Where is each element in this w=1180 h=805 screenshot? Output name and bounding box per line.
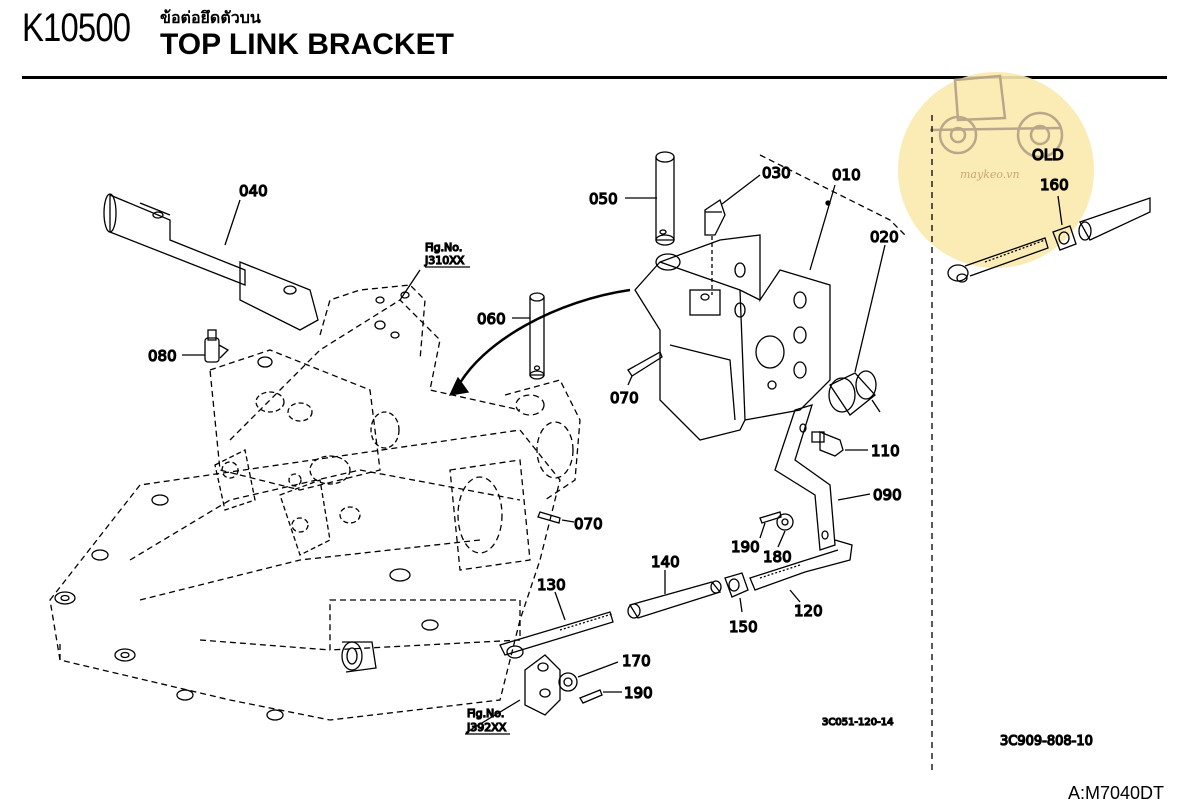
callout-170: 170 [622, 652, 651, 670]
part-120-rod [749, 539, 853, 591]
end-bracket [524, 654, 561, 716]
fig-ref-label-2: Fig.No. [467, 707, 504, 720]
part-190-cotter-lower [579, 689, 603, 704]
assembly-arrow [453, 288, 631, 393]
leader-010-dot [825, 200, 831, 206]
part-130-rod [499, 611, 614, 659]
callout-190-lower: 190 [624, 684, 653, 702]
valve-fittings [214, 391, 400, 556]
fig-ref-leader-2 [466, 699, 521, 733]
leader-180 [777, 530, 786, 548]
callout-110: 110 [871, 442, 900, 460]
inset-old-label: OLD [1032, 146, 1064, 164]
callout-180: 180 [763, 548, 792, 566]
housing-plug [341, 641, 377, 673]
callout-070-upper: 070 [610, 389, 639, 407]
part-020-bushing [828, 370, 877, 416]
fig-ref-number-2: J392XX [466, 721, 507, 734]
leader-070a [627, 375, 633, 386]
part-190-cotter-upper [759, 511, 782, 524]
leader-160 [1057, 195, 1063, 226]
leader-040 [224, 199, 241, 246]
fig-ref-label-1: Fig.No. [425, 241, 462, 254]
inset-tube [1078, 197, 1151, 241]
callout-150: 150 [729, 618, 758, 636]
leader-020b [871, 399, 881, 413]
part-code: K10500 [22, 6, 131, 50]
leader-170 [577, 661, 619, 678]
hydraulic-housing [49, 284, 581, 721]
watermark-logo [898, 72, 1094, 268]
part-110-bolt [811, 431, 844, 457]
inset-nut-160 [1052, 225, 1077, 251]
callout-120: 120 [794, 602, 823, 620]
thai-title: ข้อต่อยึดตัวบน [160, 8, 261, 27]
leader-150 [739, 597, 743, 613]
part-030-nipple [704, 198, 726, 236]
part-080-fitting [204, 329, 230, 363]
part-060-pin [529, 292, 545, 380]
model-code: A:M7040DT [1067, 783, 1164, 803]
inset-rod [947, 237, 1049, 283]
callout-140: 140 [651, 553, 680, 571]
leader-020 [854, 244, 886, 373]
leader-090 [837, 493, 871, 501]
part-090-link [774, 404, 836, 551]
callout-060: 060 [477, 310, 506, 328]
part-170-washer [558, 672, 578, 692]
callout-190-upper: 190 [731, 538, 760, 556]
part-180-washer [776, 513, 794, 531]
english-title: TOP LINK BRACKET [160, 28, 454, 61]
callout-010: 010 [832, 166, 861, 184]
callout-050: 050 [589, 190, 618, 208]
callout-020: 020 [870, 228, 899, 246]
leader-120 [789, 589, 801, 603]
part-050-pin [655, 151, 675, 246]
part-150-nut [724, 572, 749, 598]
housing-bolt-holes [54, 291, 439, 721]
callout-080: 080 [148, 347, 177, 365]
part-070-cotter-lower [537, 511, 561, 524]
callout-040: 040 [239, 182, 268, 200]
callout-070-lower: 070 [574, 515, 603, 533]
fig-ref-leader-1 [399, 269, 421, 301]
part-140-tube [627, 580, 722, 619]
main-drawing-code: 3C051-120-14 [822, 717, 893, 728]
leader-030 [721, 174, 761, 205]
callout-030: 030 [762, 164, 791, 182]
tractor-logo-icon [929, 74, 1064, 159]
part-040-shaft [103, 193, 319, 331]
callout-090: 090 [873, 486, 902, 504]
bracket-group-bracket [759, 154, 906, 236]
leader-190a [759, 522, 766, 539]
callout-130: 130 [537, 576, 566, 594]
leader-130 [554, 591, 566, 621]
leader-070b [561, 519, 575, 523]
part-010-bracket [634, 234, 831, 441]
part-070-cotter-upper [627, 351, 663, 377]
leader-010 [809, 184, 836, 271]
assembly-arrowhead [448, 376, 470, 396]
callout-160: 160 [1040, 176, 1069, 194]
fig-ref-number-1: J310XX [424, 254, 465, 267]
header-rule [22, 76, 1167, 79]
watermark-text: maykeo.vn [960, 168, 1020, 181]
inset-drawing-code: 3C909-808-10 [1000, 734, 1093, 749]
